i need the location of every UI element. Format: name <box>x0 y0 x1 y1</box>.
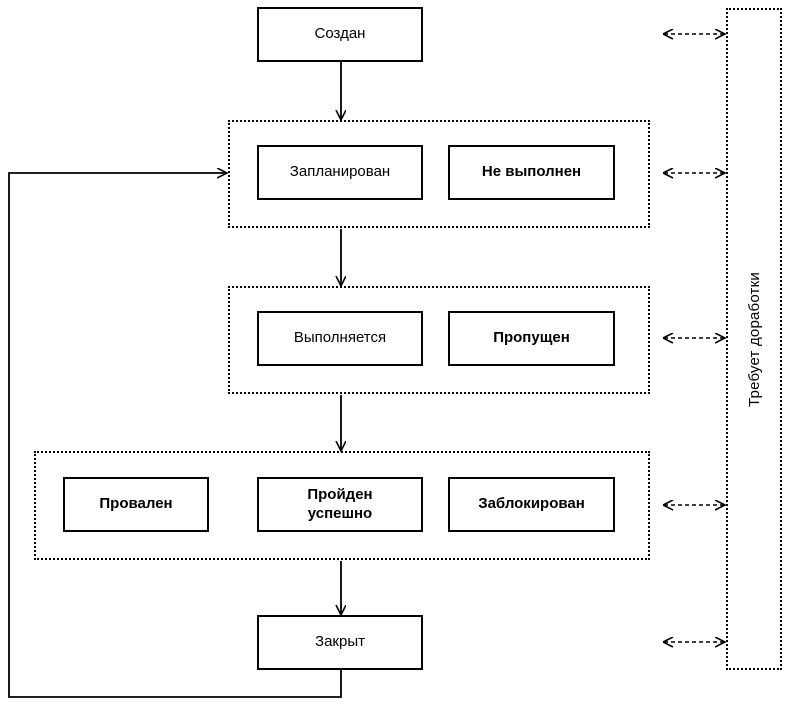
state-label-blocked: Заблокирован <box>478 495 585 513</box>
state-node-closed[interactable]: Закрыт <box>257 615 423 670</box>
state-node-passed[interactable]: Пройден успешно <box>257 477 423 532</box>
group-results-container <box>34 451 650 560</box>
state-label-in-progress: Выполняется <box>293 329 387 347</box>
state-label-not-executed: Не выполнен <box>481 163 582 181</box>
rework-container[interactable]: Требует доработки <box>726 8 782 670</box>
state-label-passed: Пройден успешно <box>307 486 373 522</box>
state-node-blocked[interactable]: Заблокирован <box>448 477 615 532</box>
state-node-not-executed[interactable]: Не выполнен <box>448 145 615 200</box>
state-label-skipped: Пропущен <box>493 329 570 347</box>
state-label-created: Создан <box>314 25 366 43</box>
state-node-skipped[interactable]: Пропущен <box>448 311 615 366</box>
rework-label: Требует доработки <box>745 271 763 407</box>
group-planned-container <box>228 120 650 228</box>
state-label-failed: Провален <box>99 495 173 513</box>
state-node-failed[interactable]: Провален <box>63 477 209 532</box>
state-node-created[interactable]: Создан <box>257 7 423 62</box>
state-label-planned: Запланирован <box>289 163 391 181</box>
state-node-planned[interactable]: Запланирован <box>257 145 423 200</box>
state-node-in-progress[interactable]: Выполняется <box>257 311 423 366</box>
group-in-progress-container <box>228 286 650 394</box>
state-label-closed: Закрыт <box>315 633 365 651</box>
